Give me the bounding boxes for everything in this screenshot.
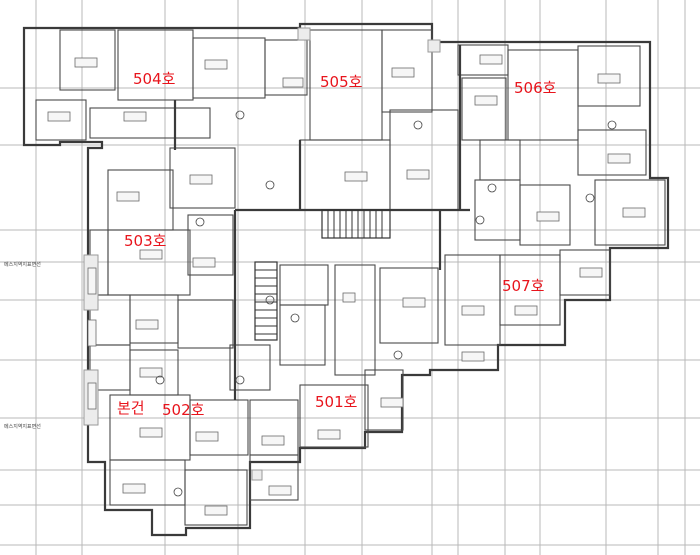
unit-label-505: 505호 — [320, 73, 363, 91]
unit-label-507: 507호 — [502, 277, 545, 295]
unit-label-506: 506호 — [514, 79, 557, 97]
upper-staircase — [321, 209, 391, 239]
building-outline — [22, 22, 670, 537]
upper-wing-walls — [35, 29, 647, 211]
west-wing-walls — [89, 147, 249, 526]
side-label-upper: 메스지역지표면선 — [4, 261, 41, 268]
south-east-walls — [229, 139, 666, 501]
lower-staircase — [254, 261, 278, 341]
unit-label-504: 504호 — [133, 70, 176, 88]
unit-label-501: 501호 — [315, 393, 358, 411]
side-label-lower: 메스지역지표면선 — [4, 423, 41, 430]
fixtures — [155, 110, 617, 497]
unit-label-502: 502호 — [162, 401, 205, 419]
unit-label-503: 503호 — [124, 232, 167, 250]
main-building-label: 본건 — [117, 399, 145, 417]
room-tags — [47, 54, 646, 516]
